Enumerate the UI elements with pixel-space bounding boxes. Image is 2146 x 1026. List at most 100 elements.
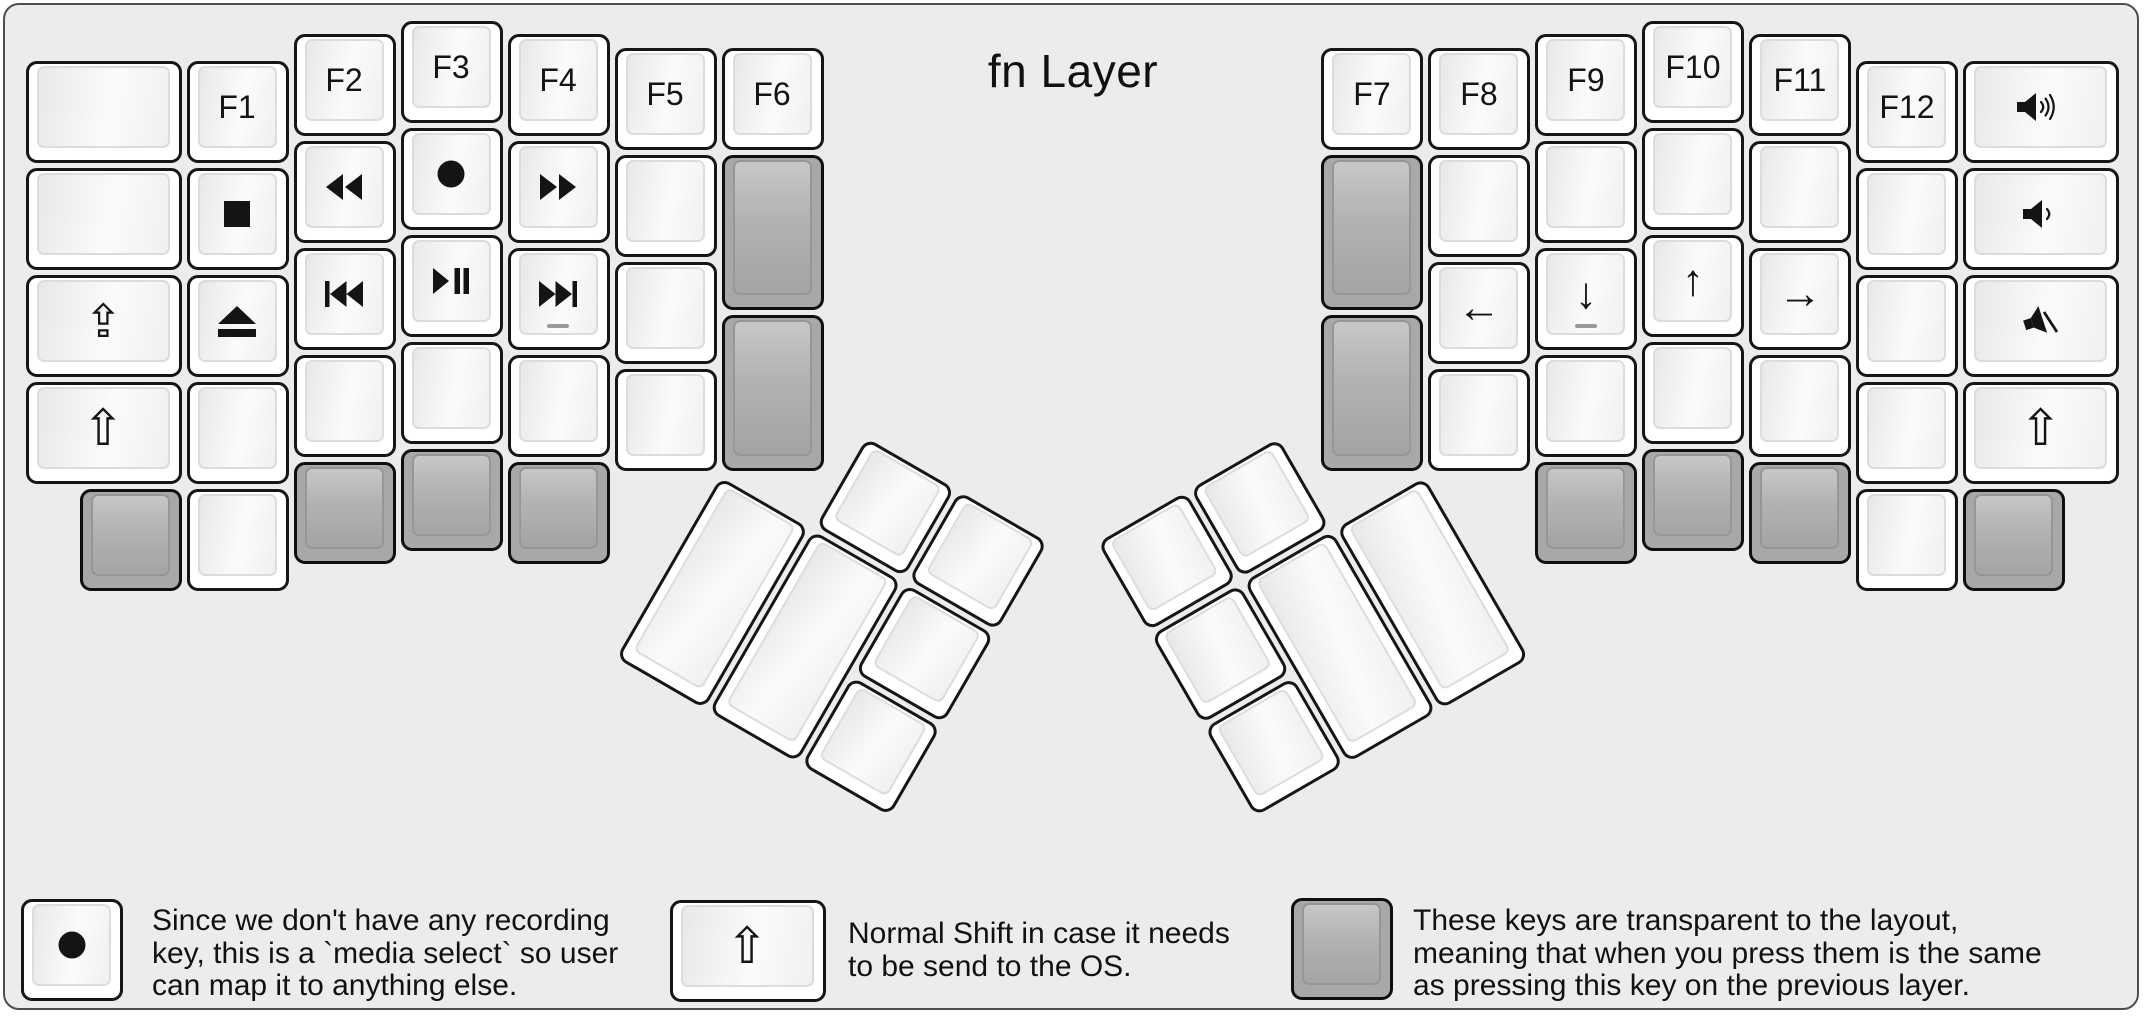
legend-line: meaning that when you press them is the … — [1413, 936, 2042, 970]
key-f12[interactable]: F12 — [1856, 61, 1959, 164]
key-f6[interactable]: F6 — [721, 47, 824, 150]
key-label: F3 — [432, 49, 470, 85]
key-blank[interactable] — [1535, 355, 1638, 458]
key-blank[interactable] — [1749, 355, 1852, 458]
fast-forward-icon — [540, 174, 576, 201]
key-transparent[interactable] — [1963, 489, 2066, 592]
keytop: F9 — [1546, 39, 1626, 122]
stop-icon — [223, 200, 251, 228]
keytop — [90, 494, 170, 577]
keytop — [625, 373, 705, 456]
keytop — [1974, 280, 2107, 363]
key-fast-forward[interactable] — [507, 141, 610, 244]
key-stop[interactable] — [186, 168, 289, 271]
keytop — [1760, 360, 1840, 443]
key-caps-lock[interactable]: ⇪ — [26, 275, 182, 378]
keytop: F8 — [1439, 52, 1519, 135]
keytop: ← — [1439, 266, 1519, 349]
key-transparent[interactable] — [79, 489, 182, 592]
key-f9[interactable]: F9 — [1535, 34, 1638, 137]
key-label: ⇧ — [726, 918, 769, 974]
legend-line: key, this is a `media select` so user — [152, 936, 619, 970]
key-label: ↓ — [1574, 269, 1597, 319]
legend-key-media-select[interactable] — [21, 899, 123, 1001]
key-label: ⇧ — [82, 400, 125, 457]
key-prev-track[interactable] — [293, 248, 396, 351]
key-blank[interactable] — [26, 61, 182, 164]
legend-key-shift[interactable]: ⇧ — [670, 900, 826, 1002]
keytop — [1439, 159, 1519, 242]
legend-line: to be send to the OS. — [848, 949, 1132, 983]
key-label: F5 — [646, 75, 684, 112]
legend-note-media-select: Since we don't have any recording key, t… — [152, 904, 619, 1003]
keytop — [37, 66, 170, 149]
key-next-track[interactable] — [507, 248, 610, 351]
key-shift-left[interactable]: ⇧ — [26, 382, 182, 485]
key-blank[interactable] — [1428, 154, 1531, 257]
key-blank[interactable] — [293, 355, 396, 458]
eject-icon — [218, 305, 256, 337]
key-blank[interactable] — [1856, 275, 1959, 378]
key-blank[interactable] — [1535, 141, 1638, 244]
key-blank[interactable] — [614, 154, 717, 257]
key-blank[interactable] — [614, 368, 717, 471]
key-f1[interactable]: F1 — [186, 61, 289, 164]
key-blank[interactable] — [507, 355, 610, 458]
key-blank[interactable] — [186, 489, 289, 592]
key-blank[interactable] — [1642, 128, 1745, 230]
keytop — [1332, 159, 1412, 296]
key-blank[interactable] — [1642, 342, 1745, 444]
key-blank[interactable] — [614, 261, 717, 364]
keytop: ⇪ — [37, 280, 170, 363]
key-transparent[interactable] — [400, 449, 503, 551]
key-transparent[interactable] — [1642, 449, 1745, 551]
legend-key-transparent[interactable] — [1291, 898, 1393, 1000]
key-transparent[interactable] — [507, 462, 610, 565]
key-label: ← — [1456, 282, 1501, 332]
key-transparent[interactable] — [1535, 462, 1638, 565]
key-transparent[interactable] — [1749, 462, 1852, 565]
key-eject[interactable] — [186, 275, 289, 378]
key-blank[interactable] — [1749, 141, 1852, 244]
key-transparent[interactable] — [1321, 315, 1424, 471]
key-transparent[interactable] — [1321, 154, 1424, 311]
key-play-pause[interactable] — [400, 235, 503, 337]
key-blank[interactable] — [1856, 168, 1959, 271]
key-f11[interactable]: F11 — [1749, 34, 1852, 137]
key-f3[interactable]: F3 — [400, 21, 503, 123]
key-volume-up[interactable] — [1963, 61, 2119, 164]
keytop — [732, 159, 812, 296]
key-mute[interactable] — [1963, 275, 2119, 378]
key-blank[interactable] — [1856, 489, 1959, 592]
key-transparent[interactable] — [721, 315, 824, 471]
key-blank[interactable] — [1856, 382, 1959, 485]
key-record[interactable] — [400, 128, 503, 230]
key-f7[interactable]: F7 — [1321, 47, 1424, 150]
keytop — [1867, 494, 1947, 577]
key-f10[interactable]: F10 — [1642, 21, 1745, 123]
keytop — [518, 253, 598, 336]
key-blank[interactable] — [186, 382, 289, 485]
key-arrow-up[interactable]: ↑ — [1642, 235, 1745, 337]
key-f2[interactable]: F2 — [293, 34, 396, 137]
keytop: F10 — [1653, 26, 1733, 108]
homing-bar — [547, 324, 569, 329]
keytop — [1439, 373, 1519, 456]
key-transparent[interactable] — [293, 462, 396, 565]
key-shift-right[interactable]: ⇧ — [1963, 382, 2119, 485]
key-f8[interactable]: F8 — [1428, 47, 1531, 150]
keytop — [197, 280, 277, 363]
key-f4[interactable]: F4 — [507, 34, 610, 137]
key-rewind[interactable] — [293, 141, 396, 244]
key-arrow-right[interactable]: → — [1749, 248, 1852, 351]
key-volume-down[interactable] — [1963, 168, 2119, 271]
key-arrow-down[interactable]: ↓ — [1535, 248, 1638, 351]
keytop — [304, 467, 384, 550]
key-blank[interactable] — [1428, 368, 1531, 471]
key-transparent[interactable] — [721, 154, 824, 311]
key-arrow-left[interactable]: ← — [1428, 261, 1531, 364]
key-blank[interactable] — [26, 168, 182, 271]
key-f5[interactable]: F5 — [614, 47, 717, 150]
key-blank[interactable] — [400, 342, 503, 444]
